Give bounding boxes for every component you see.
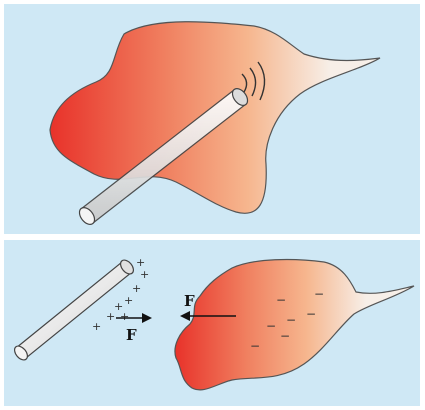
cloth-force-label: F <box>184 292 195 310</box>
negative-charge-1: − <box>314 287 324 301</box>
positive-charge-4: + <box>124 294 133 307</box>
negative-charge-3: − <box>306 307 316 321</box>
positive-charge-8: + <box>92 320 101 333</box>
negative-charge-7: − <box>250 339 260 353</box>
positive-charge-2: + <box>140 268 149 281</box>
rod-force-arrow: F <box>116 313 152 344</box>
top-panel-rubbing <box>4 4 420 234</box>
attraction-illustration: + + + + + + + + F − − − − − − − F <box>4 240 420 406</box>
rubbing-illustration <box>4 4 420 234</box>
bottom-panel-attraction: + + + + + + + + F − − − − − − − F <box>4 240 420 406</box>
positive-charge-3: + <box>132 282 141 295</box>
positive-charge-6: + <box>106 310 115 323</box>
negative-charge-5: − <box>266 319 276 333</box>
rod-force-label: F <box>126 326 137 344</box>
positive-charge-7: + <box>120 310 129 323</box>
negative-charge-2: − <box>276 293 286 307</box>
negative-charge-4: − <box>286 313 296 327</box>
negative-charge-6: − <box>280 329 290 343</box>
